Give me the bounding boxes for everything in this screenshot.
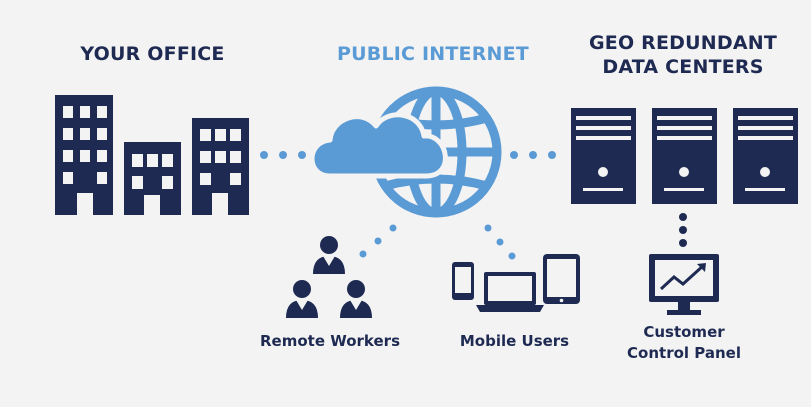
users-icon	[286, 236, 372, 318]
heading-data-centers-line1: GEO REDUNDANT	[589, 32, 777, 54]
cloud-icon	[309, 112, 448, 179]
heading-data-centers-line2: DATA CENTERS	[602, 56, 764, 78]
label-remote-workers: Remote Workers	[259, 332, 400, 350]
heading-public-internet: PUBLIC INTERNET	[337, 43, 529, 65]
server-icon	[652, 108, 717, 204]
connector-dots	[260, 151, 687, 260]
devices-icon	[452, 254, 580, 312]
label-control-panel-line1: Customer	[643, 323, 725, 341]
server-icon	[571, 108, 636, 204]
monitor-chart-icon	[649, 254, 719, 315]
label-control-panel-line2: Control Panel	[627, 344, 741, 362]
server-icon	[733, 108, 798, 204]
office-buildings-icon	[55, 95, 249, 215]
label-mobile-users: Mobile Users	[459, 332, 570, 350]
heading-your-office: YOUR OFFICE	[80, 43, 225, 65]
